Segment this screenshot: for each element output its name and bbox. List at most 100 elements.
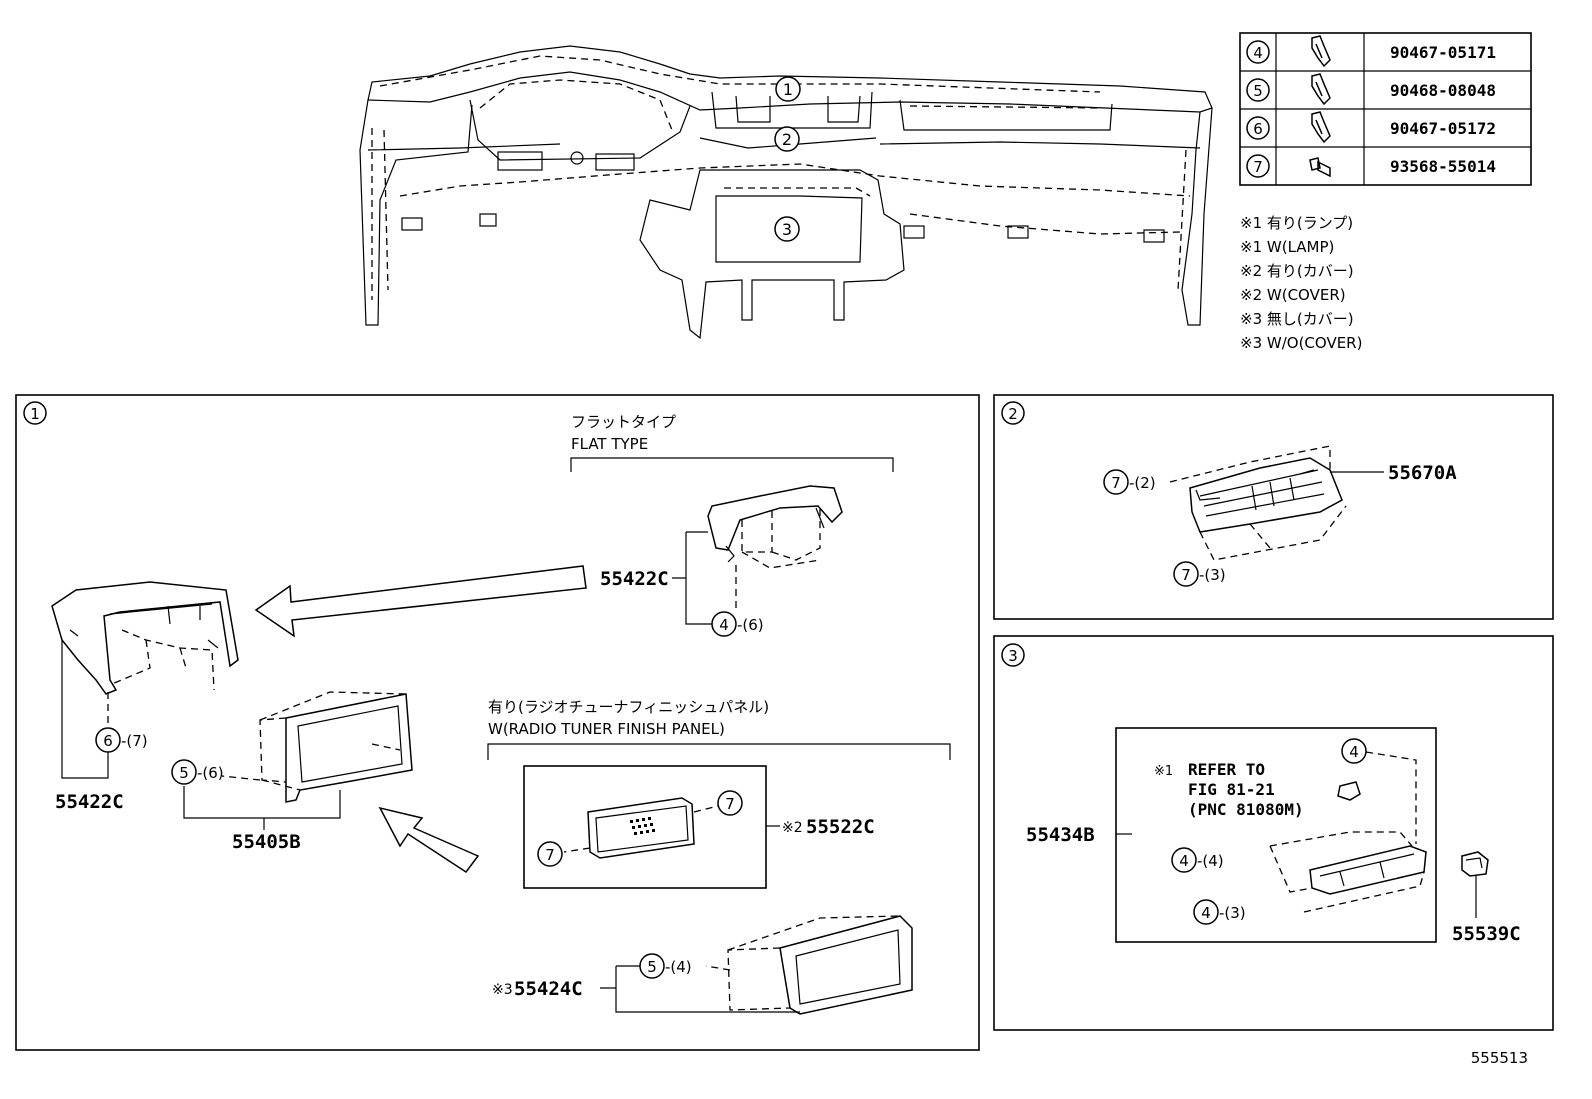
radio-panel-jp: 有り(ラジオチューナフィニッシュパネル) <box>488 698 769 716</box>
refer-line-3: (PNC 81080M) <box>1188 800 1304 819</box>
panel-dot <box>650 823 653 826</box>
label-55424c: 55424C <box>514 978 583 1000</box>
bezel-clip-qty: -(6) <box>197 764 224 782</box>
svg-text:7: 7 <box>1111 474 1121 492</box>
ref-vent-top-screw[interactable]: 7 <box>1103 469 1129 495</box>
refer-line-1: REFER TO <box>1188 760 1265 779</box>
finish-panel-part-55522c[interactable] <box>587 797 695 859</box>
svg-text:7: 7 <box>545 846 555 864</box>
label-55422c: 55422C <box>55 791 124 813</box>
flat-type-en: FLAT TYPE <box>571 435 648 453</box>
radio-panel-en: W(RADIO TUNER FINISH PANEL) <box>488 720 725 738</box>
svg-text:5: 5 <box>179 764 189 782</box>
svg-text:6: 6 <box>103 732 113 750</box>
ref-switch-low-clip[interactable]: 4 <box>1193 899 1219 925</box>
switch-module-part[interactable] <box>1269 751 1427 913</box>
ref-flat-clip[interactable]: 4 <box>711 611 737 637</box>
screw-icon <box>1309 157 1331 178</box>
ref-bezel-clip[interactable]: 5 <box>171 759 197 785</box>
section-2-index: 2 <box>1008 405 1018 423</box>
figure-id: 555513 <box>1471 1049 1528 1067</box>
panel-dot <box>652 829 655 832</box>
overview-callout-1[interactable]: 1 <box>775 76 801 102</box>
fastener-ref: 5 <box>1253 82 1263 100</box>
svg-text:1: 1 <box>783 80 793 99</box>
note-5: ※3 無し(カバー) <box>1240 310 1354 328</box>
notes-legend: ※1 有り(ランプ) ※1 W(LAMP) ※2 有り(カバー) ※2 W(CO… <box>1240 214 1362 352</box>
ref-hood-clip[interactable]: 6 <box>95 727 121 753</box>
svg-text:4: 4 <box>1349 743 1359 761</box>
fastener-row: 6 90467-05172 <box>1246 111 1496 144</box>
mark-55424c: ※3 <box>492 982 513 998</box>
section-2-panel: 2 55670A 7 -(2) 7 -(3) <box>993 394 1554 620</box>
section-3-index: 3 <box>1008 647 1018 665</box>
clip-icon <box>1311 73 1331 106</box>
note-3: ※2 有り(カバー) <box>1240 262 1354 280</box>
fastener-part-number: 93568-55014 <box>1390 157 1496 176</box>
panel-dot <box>638 825 641 828</box>
flat-clip-qty: -(6) <box>737 616 764 634</box>
note-2: ※1 W(LAMP) <box>1240 238 1334 256</box>
panel-dot <box>636 819 639 822</box>
hood-clip-qty: -(7) <box>121 732 148 750</box>
fastener-ref: 6 <box>1253 120 1263 138</box>
panel-dot <box>644 824 647 827</box>
clip-icon <box>1311 35 1331 68</box>
bezel-part-55405b[interactable] <box>221 691 413 803</box>
svg-text:5: 5 <box>647 958 657 976</box>
fastener-ref-circle <box>1246 154 1270 178</box>
fastener-part-number: 90467-05172 <box>1390 119 1496 138</box>
fastener-ref-circle <box>1246 116 1270 140</box>
svg-text:4: 4 <box>1201 904 1211 922</box>
section-1-panel: 1 フラットタイプ FLAT TYPE 55422C 4 -(6) <box>15 394 980 1051</box>
label-55422c-flat: 55422C <box>600 568 669 590</box>
svg-text:7: 7 <box>725 795 735 813</box>
overview-callout-2[interactable]: 2 <box>774 126 800 152</box>
instrument-panel-overview <box>359 45 1213 340</box>
mark-55522c: ※2 <box>782 820 803 836</box>
side-part-55539c[interactable] <box>1461 851 1489 877</box>
panel-dot <box>630 820 633 823</box>
vent-top-qty: -(2) <box>1129 474 1156 492</box>
clip-icon <box>1311 111 1331 144</box>
svg-text:4: 4 <box>1179 852 1189 870</box>
label-55539c: 55539C <box>1452 923 1521 945</box>
section-1-index: 1 <box>30 405 40 423</box>
fastener-ref-circle <box>1246 78 1270 102</box>
fastener-row: 7 93568-55014 <box>1246 154 1496 178</box>
arrow-flat-to-hood <box>254 565 587 638</box>
panel-dot <box>646 830 649 833</box>
note-4: ※2 W(COVER) <box>1240 286 1346 304</box>
ref-alt-clip[interactable]: 5 <box>639 953 665 979</box>
bezel-part-55424c[interactable] <box>705 915 913 1015</box>
panel-dot <box>642 818 645 821</box>
svg-text:3: 3 <box>782 220 792 239</box>
ref-switch-top-clip[interactable]: 4 <box>1341 738 1367 764</box>
fastener-ref-circle <box>1246 40 1270 64</box>
label-55405b: 55405B <box>232 831 301 853</box>
panel-dot <box>632 826 635 829</box>
switch-low-qty: -(3) <box>1219 904 1246 922</box>
hood-part-55422c[interactable] <box>51 581 239 726</box>
arrow-panel-to-bezel <box>378 806 480 874</box>
fastener-ref: 4 <box>1253 44 1263 62</box>
flat-type-jp: フラットタイプ <box>571 413 676 431</box>
fastener-part-number: 90468-08048 <box>1390 81 1496 100</box>
ref-panel-screw-right[interactable]: 7 <box>717 790 743 816</box>
vent-part-55670a[interactable] <box>1169 445 1347 561</box>
overview-callout-3[interactable]: 3 <box>774 216 800 242</box>
fastener-ref: 7 <box>1253 158 1263 176</box>
ref-switch-mid-clip[interactable]: 4 <box>1171 847 1197 873</box>
svg-text:7: 7 <box>1181 566 1191 584</box>
alt-clip-qty: -(4) <box>665 958 692 976</box>
svg-text:2: 2 <box>782 130 792 149</box>
switch-mid-qty: -(4) <box>1197 852 1224 870</box>
label-55522c: 55522C <box>806 816 875 838</box>
note-6: ※3 W/O(COVER) <box>1240 334 1362 352</box>
ref-vent-bottom-screw[interactable]: 7 <box>1173 561 1199 587</box>
flat-hood-part[interactable] <box>707 485 843 612</box>
ref-panel-screw-left[interactable]: 7 <box>537 841 563 867</box>
panel-dot <box>640 831 643 834</box>
